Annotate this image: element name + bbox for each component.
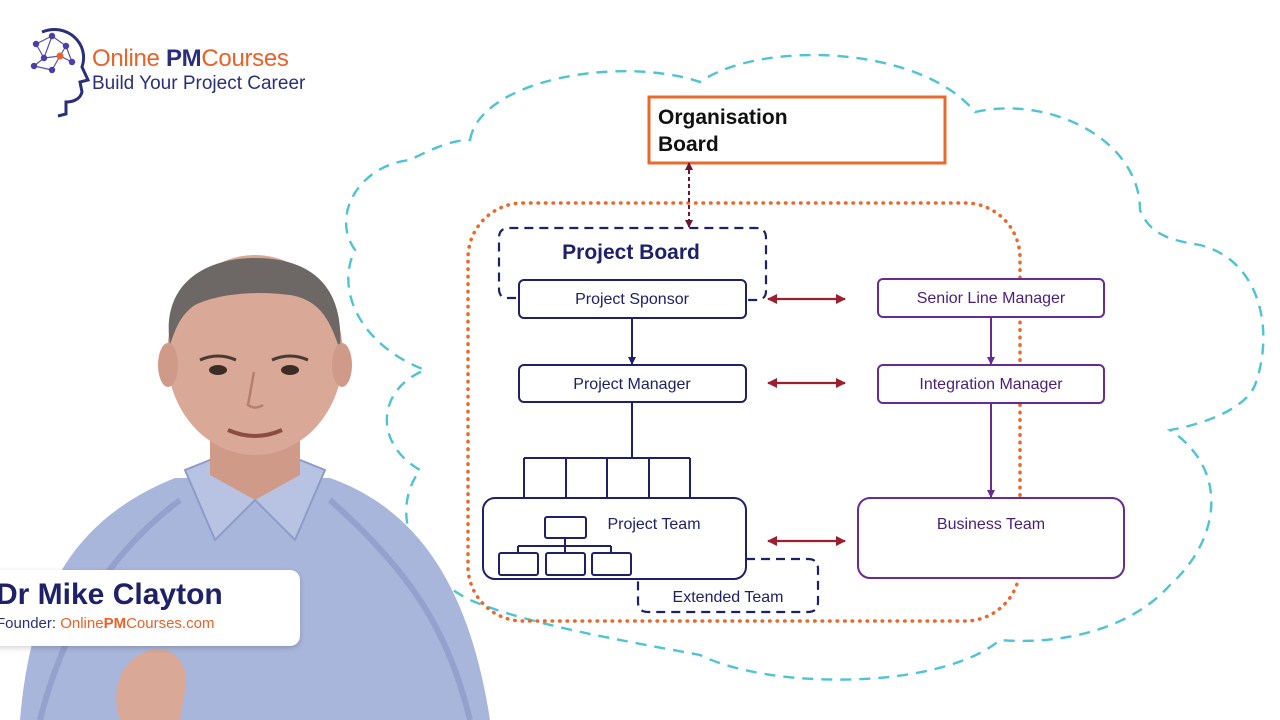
project-manager-box: Project Manager: [518, 364, 747, 403]
extended-team-box: Extended Team: [636, 557, 820, 614]
project-board-title: Project Board: [562, 241, 700, 264]
team-structure-icon: [498, 516, 632, 576]
project-board-frame: Project Board: [497, 226, 768, 302]
project-boundary: [466, 201, 1022, 623]
cloud-outline: [344, 53, 1265, 681]
project-team-label: Project Team: [607, 516, 700, 533]
logo-brand-courses: Courses: [201, 45, 289, 72]
presenter-figure: [20, 255, 490, 720]
business-team-label: Business Team: [937, 516, 1045, 533]
logo-brand-online: Online: [92, 45, 166, 72]
senior-line-manager-label: Senior Line Manager: [917, 290, 1066, 307]
integration-manager-box: Integration Manager: [877, 364, 1105, 404]
logo-brand: Online PMCourses: [92, 45, 289, 73]
logo-tagline: Build Your Project Career: [92, 73, 306, 94]
project-team-box: Project Team: [482, 497, 747, 580]
project-sponsor-box: Project Sponsor: [518, 279, 747, 319]
integration-manager-label: Integration Manager: [919, 376, 1063, 393]
presenter-site-c: Courses.com: [126, 615, 215, 632]
logo-brand-pm: PM: [165, 45, 202, 72]
project-sponsor-label: Project Sponsor: [575, 291, 690, 308]
extended-team-label: Extended Team: [673, 589, 784, 606]
online-pm-courses-logo[interactable]: Online PMCourses Build Your Project Care…: [22, 22, 312, 122]
head-network-icon: [30, 28, 91, 118]
presenter-site-a: Online: [60, 615, 104, 632]
business-team-box: Business Team: [857, 497, 1125, 579]
project-manager-label: Project Manager: [573, 376, 691, 393]
manager-to-team-arrows: [520, 402, 694, 510]
organisation-board-line2: Board: [658, 133, 719, 156]
presenter-role: Founder: OnlinePMCourses.com: [0, 615, 214, 632]
senior-line-manager-box: Senior Line Manager: [877, 278, 1105, 318]
presenter-role-prefix: Founder:: [0, 615, 61, 632]
presenter-name-card: Dr Mike Clayton Founder: OnlinePMCourses…: [0, 570, 300, 646]
presenter-site-b: PM: [103, 615, 127, 632]
presenter-name: Dr Mike Clayton: [0, 578, 223, 611]
organisation-board-line1: Organisation: [658, 106, 788, 129]
organisation-board-box: Organisation Board: [647, 95, 947, 165]
